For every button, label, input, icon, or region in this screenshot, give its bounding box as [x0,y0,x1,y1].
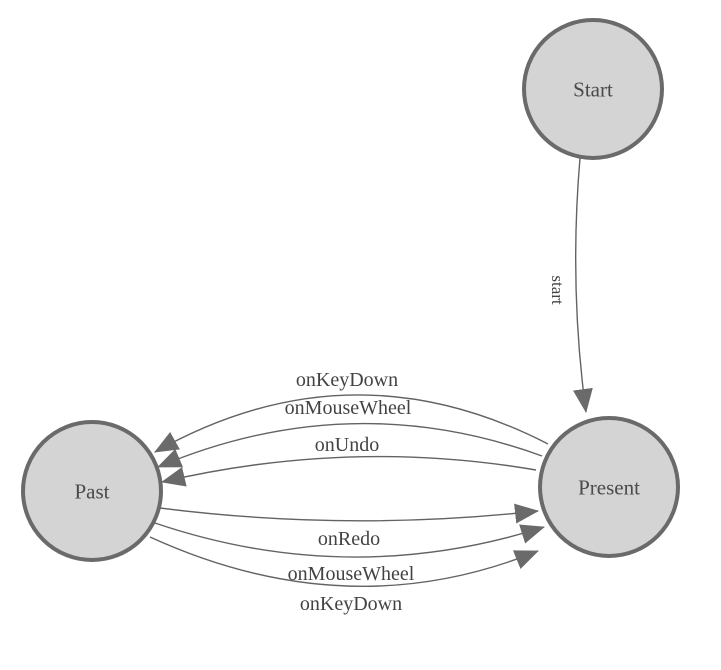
edge-label-onkeydown-bottom: onKeyDown [300,593,402,615]
node-past-circle[interactable] [21,420,163,562]
edge-label-onmousewheel-bottom: onMouseWheel [288,563,415,585]
node-start-circle[interactable] [522,18,664,160]
node-present-label: Present [578,475,640,499]
node-past-label: Past [74,479,109,503]
edge-past-to-present-onmousewheel[interactable] [154,522,545,558]
edge-label-onredo: onRedo [318,528,380,550]
edge-label-start: start [548,275,567,305]
node-past[interactable]: Past [21,420,163,562]
node-present-circle[interactable] [538,416,680,558]
edge-start-to-present[interactable] [572,157,593,413]
edge-present-to-past-onkeydown[interactable] [154,394,549,453]
edge-past-to-present-onredo[interactable] [159,503,539,524]
edge-label-onkeydown-top: onKeyDown [296,369,398,391]
node-start[interactable]: Start [522,18,664,160]
node-start-label: Start [573,77,613,101]
edge-label-onundo: onUndo [315,434,379,456]
node-present[interactable]: Present [538,416,680,558]
edge-present-to-past-onmousewheel[interactable] [157,422,543,468]
edge-present-to-past-onundo[interactable] [161,455,537,487]
edge-past-to-present-onkeydown[interactable] [149,536,539,587]
edge-label-onmousewheel-top: onMouseWheel [285,397,412,419]
